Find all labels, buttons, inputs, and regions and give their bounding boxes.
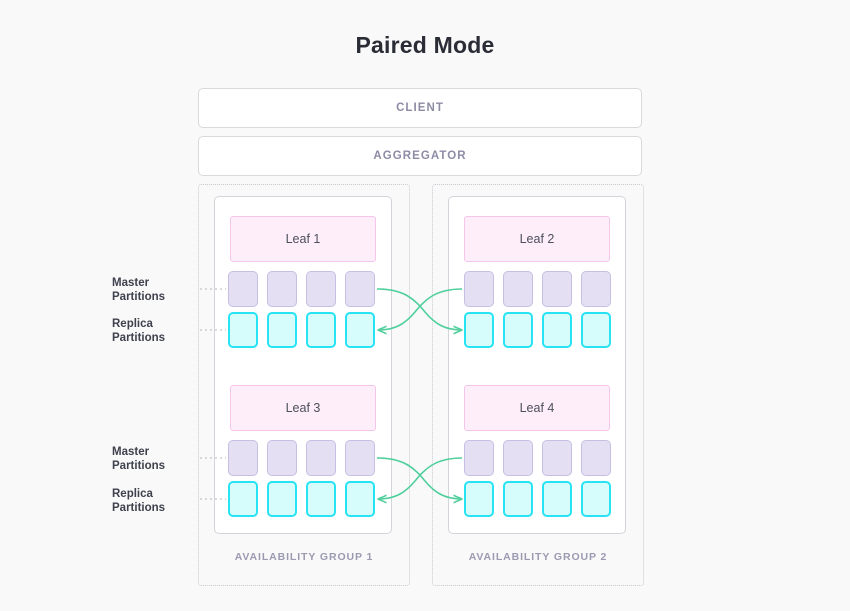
leaf-3-replica-partition-3	[306, 481, 336, 517]
leaf-4-box: Leaf 4	[464, 385, 610, 431]
leaf-3-master-partition-1	[228, 440, 258, 476]
leaf-2-box: Leaf 2	[464, 216, 610, 262]
master-partitions-label-bottom-line1: Master	[112, 446, 150, 458]
client-label: CLIENT	[396, 102, 444, 114]
leaf-2-master-partition-4	[581, 271, 611, 307]
leaf-1-replica-partition-3	[306, 312, 336, 348]
leaf-3-label: Leaf 3	[285, 401, 321, 415]
leaf-2-master-partition-1	[464, 271, 494, 307]
leaf-4-master-partition-3	[542, 440, 572, 476]
leaf-4-label: Leaf 4	[519, 401, 555, 415]
leaf-2-master-partition-2	[503, 271, 533, 307]
leaf-3-replica-partition-1	[228, 481, 258, 517]
leaf-3-master-partition-4	[345, 440, 375, 476]
replica-partitions-label-top: Replica Partitions	[112, 317, 198, 345]
leaf-4-master-partition-4	[581, 440, 611, 476]
leaf-3-replica-partition-4	[345, 481, 375, 517]
replica-partitions-label-bottom-line1: Replica	[112, 488, 153, 500]
leaf-4-master-partition-1	[464, 440, 494, 476]
client-box: CLIENT	[198, 88, 642, 128]
leaf-3-box: Leaf 3	[230, 385, 376, 431]
leaf-2-replica-partition-1	[464, 312, 494, 348]
leaf-2-replica-partition-3	[542, 312, 572, 348]
leaf-1-master-partition-1	[228, 271, 258, 307]
page-title: Paired Mode	[355, 32, 495, 58]
leaf-2-label: Leaf 2	[519, 232, 555, 246]
aggregator-box: AGGREGATOR	[198, 136, 642, 176]
leaf-4-replica-partition-4	[581, 481, 611, 517]
leaf-1-box: Leaf 1	[230, 216, 376, 262]
replica-partitions-label-top-line1: Replica	[112, 318, 153, 330]
leaf-3-replica-partition-2	[267, 481, 297, 517]
aggregator-label: AGGREGATOR	[373, 150, 467, 162]
leaf-3-master-partition-3	[306, 440, 336, 476]
leaf-3-master-partition-2	[267, 440, 297, 476]
master-partitions-label-bottom: Master Partitions	[112, 445, 198, 473]
leaf-2-replica-partition-2	[503, 312, 533, 348]
leaf-4-master-partition-2	[503, 440, 533, 476]
leaf-4-replica-partition-2	[503, 481, 533, 517]
leaf-1-master-partition-3	[306, 271, 336, 307]
leaf-1-label: Leaf 1	[285, 232, 321, 246]
leaf-1-replica-partition-1	[228, 312, 258, 348]
master-partitions-label-top: Master Partitions	[112, 276, 198, 304]
leaf-1-master-partition-2	[267, 271, 297, 307]
leaf-2-master-partition-3	[542, 271, 572, 307]
leaf-4-replica-partition-3	[542, 481, 572, 517]
leaf-1-replica-partition-4	[345, 312, 375, 348]
replica-partitions-label-top-line2: Partitions	[112, 332, 166, 344]
leaf-4-replica-partition-1	[464, 481, 494, 517]
availability-group-1-frame: AVAILABILITY GROUP 1	[198, 184, 410, 586]
availability-group-2-frame: AVAILABILITY GROUP 2	[432, 184, 644, 586]
availability-group-1-label: AVAILABILITY GROUP 1	[234, 551, 374, 563]
leaf-1-replica-partition-2	[267, 312, 297, 348]
availability-group-2-label: AVAILABILITY GROUP 2	[468, 551, 608, 563]
replica-partitions-label-bottom-line2: Partitions	[112, 502, 166, 514]
master-partitions-label-top-line2: Partitions	[112, 291, 166, 303]
master-partitions-label-top-line1: Master	[112, 277, 150, 289]
replica-partitions-label-bottom: Replica Partitions	[112, 487, 198, 515]
master-partitions-label-bottom-line2: Partitions	[112, 460, 166, 472]
leaf-2-replica-partition-4	[581, 312, 611, 348]
leaf-1-master-partition-4	[345, 271, 375, 307]
